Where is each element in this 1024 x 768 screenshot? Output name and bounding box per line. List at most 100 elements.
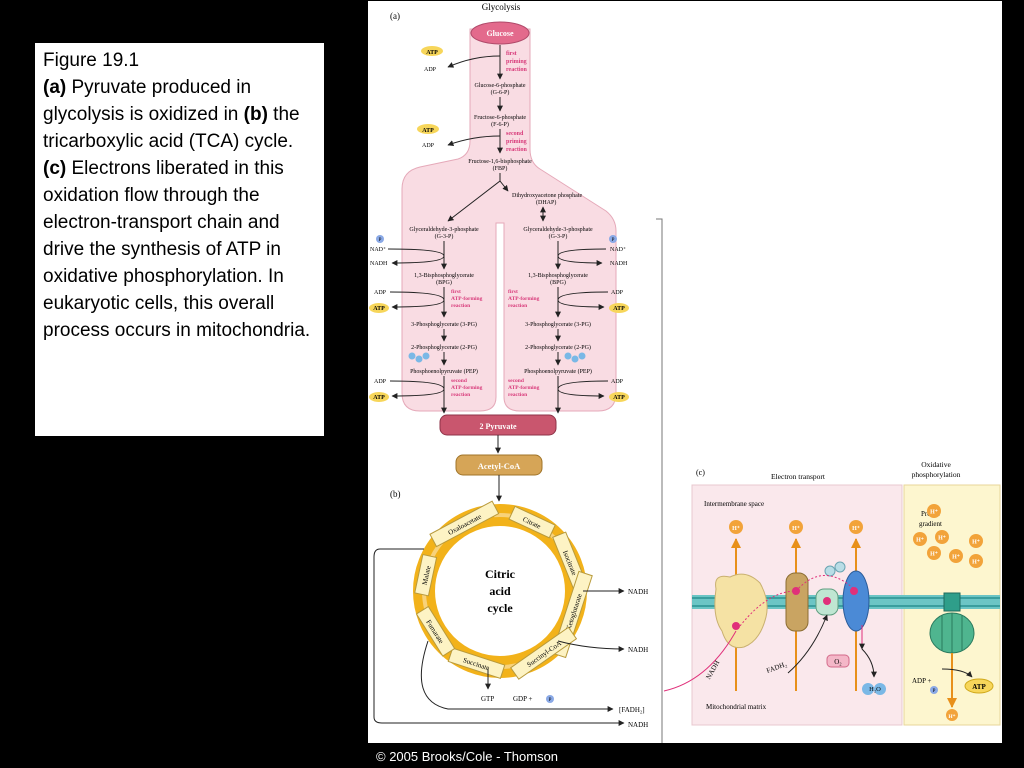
second-priming-3: reaction [506,147,528,153]
pep-right: Phosphoenolpyruvate (PEP) [524,368,592,375]
proton-gradient-ion-label: H⁺ [972,559,980,566]
h2o-left-a [408,352,416,360]
caption-box: Figure 19.1 (a) Pyruvate produced in gly… [35,43,324,436]
arrow-left-atp-2 [389,380,445,399]
f6p-label: Fructose-6-phosphate [474,115,526,121]
dhap-label: Dihydroxyacetone phosphate [512,193,582,199]
atp-badge-2 [417,124,439,134]
atp-label-2: ATP [422,128,434,134]
figure-label: Figure 19.1 [43,50,140,71]
proton-gradient-ion [949,549,963,563]
cycle-intermediate: Succinate [447,647,506,680]
proton-gradient-ion [935,530,949,544]
caption-a-label: (a) [43,77,67,98]
proton-2 [789,520,803,534]
complex-4-electron [850,587,858,595]
figure-caption: Figure 19.1 (a) Pyruvate produced in gly… [43,47,316,344]
proton-gradient-ion-label: H⁺ [916,537,924,544]
caption-b-label: (b) [243,104,268,125]
cycle-center-1: Citric [485,567,516,581]
caption-text-3: Electrons liberated in this oxidation fl… [43,158,311,341]
glycolysis-title: Glycolysis [482,2,521,12]
gtp-label: GTP [481,695,494,703]
second-priming-2: priming [506,139,527,145]
adp-oxphos-label: ADP + [912,677,931,685]
p-badge-gdp [546,695,554,703]
complex-2-electron [823,597,831,605]
arrow-right-nad [557,248,607,266]
arrow-left-nad [387,248,445,266]
oxphos-title-1: Oxidative [921,460,951,469]
arrow-right-atp-1 [557,291,609,310]
first-atp-right-2: ATP-forming [508,296,540,302]
h2o-left-c [422,352,430,360]
f6p-abbr: (F-6-P) [491,121,509,128]
intermembrane-label: Intermembrane space [704,500,764,508]
nad-left: NAD⁺ [370,246,386,253]
cycle-intermediate-box [414,553,438,597]
cycle-center-2: acid [489,584,511,598]
panel-c-label: (c) [696,468,705,477]
atp-label-left-2: ATP [373,395,385,401]
h2o-right-b [571,355,579,363]
complex-1 [714,573,768,649]
h2o-et-label: H₂O [869,686,881,693]
cytochrome-c-1 [824,565,836,577]
nadh-out-3: NADH [628,721,648,729]
first-priming-2: priming [506,59,527,65]
pep-left: Phosphoenolpyruvate (PEP) [410,368,478,375]
cycle-intermediate-box [415,605,456,657]
cycle-center-3: cycle [487,601,513,615]
2pg-right: 2-Phosphoglycerate (2-PG) [525,344,591,351]
arrow-adp-atp [941,668,973,678]
arrow-nadh-2 [557,640,625,652]
adp-right-2: ADP [611,379,624,385]
cycle-intermediate-box [510,626,578,680]
atp-synthase-stalk [943,592,961,612]
caption-text-2: the tricarboxylic acid (TCA) cycle. [43,104,300,152]
proton-1-label: H⁺ [732,525,740,532]
3pg-right: 3-Phosphoglycerate (3-PG) [525,321,591,328]
adp-label-2: ADP [422,143,435,149]
bpg-right-abbr: (BPG) [550,279,566,286]
proton-1 [729,520,743,534]
first-atp-left-2: ATP-forming [451,296,483,302]
2pg-left: 2-Phosphoglycerate (2-PG) [411,344,477,351]
first-atp-right-1: first [508,289,518,295]
atp-badge-left-1 [369,303,389,313]
complex-1-electron [732,622,740,630]
p-badge-right [609,235,617,243]
second-atp-right-2: ATP-forming [508,385,540,391]
proton-gradient-ion [927,546,941,560]
o2-badge [826,654,850,668]
h2o-left-b [415,355,423,363]
arrow-nadh-3 [373,548,625,726]
pyruvate-label: 2 Pyruvate [479,422,517,431]
proton-matrix [946,709,958,721]
first-priming-1: first [506,51,517,57]
p-badge-left [376,235,384,243]
proton-3 [849,520,863,534]
h2o-right-c [578,352,586,360]
atp-label-1: ATP [426,50,438,56]
panel-b-label: (b) [390,489,401,499]
caption-c-label: (c) [43,158,67,179]
h2o-bubble-a [862,683,874,695]
atp-label-left-1: ATP [373,306,385,312]
cycle-intermediate-label: Malate [421,565,433,586]
cycle-intermediate-box [447,647,506,680]
atp-badge-left-2 [369,392,389,402]
electron-transport-title: Electron transport [771,472,826,481]
fadh2-out: [FADH₂] [619,706,645,714]
second-atp-right-1: second [508,378,524,384]
cycle-intermediate: Malate [414,553,438,597]
arrow-fbp-dhap [499,180,509,192]
arrow-atp-adp-2 [447,135,501,146]
oxphos-title-2: phosphorylation [912,470,961,479]
gdp-label: GDP + [513,695,532,703]
proton-gradient-ion [969,534,983,548]
o2-label: O₂ [834,658,842,666]
arrow-fadh2-et [787,614,828,674]
fbp-abbr: (FBP) [493,165,508,172]
3pg-left: 3-Phosphoglycerate (3-PG) [411,321,477,328]
